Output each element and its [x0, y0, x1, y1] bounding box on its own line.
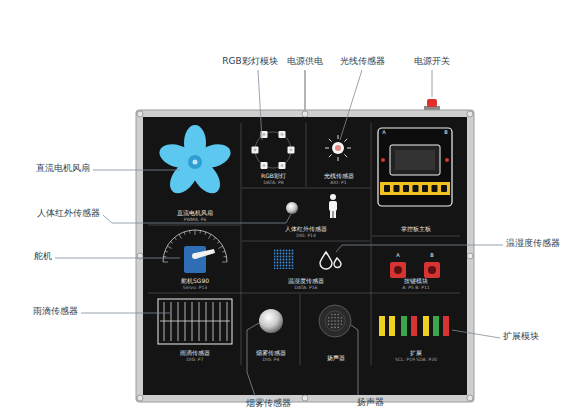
- key-letter: A: [382, 130, 385, 136]
- pin-label: DIG: P7: [187, 357, 204, 362]
- callout-label: 烟雾传感器: [246, 399, 291, 409]
- module-name: 直流电机风扇: [177, 210, 213, 217]
- module-box: 扩展SCL: P19 SDA: P20: [372, 294, 460, 364]
- pin-label: DATA: P8: [263, 180, 283, 185]
- module-box: 扬声器: [301, 294, 370, 364]
- pin-label: A: P5 B: P11: [402, 285, 429, 290]
- pin-label: DIG: P4: [263, 357, 280, 362]
- module-box: 烟雾传感器DIG: P4: [242, 294, 300, 364]
- module-box: 人体红外传感器DIG: P14: [242, 189, 370, 240]
- module-name: 光线传感器: [324, 173, 354, 180]
- callout-label: RGB彩灯模块: [222, 57, 277, 67]
- callout-label: 直流电机风扇: [36, 164, 90, 174]
- module-box: 直流电机风扇PWMA: P6: [150, 125, 240, 224]
- callout-label: 人体红外传感器: [37, 209, 100, 219]
- pin-label: Servo: P13: [183, 285, 207, 290]
- module-name: 舵机SG90: [181, 278, 209, 285]
- pin-label: AIO: P1: [330, 180, 346, 185]
- pin-label: PWMA: P6: [184, 217, 207, 222]
- module-name: 按键模块: [404, 278, 428, 285]
- callout-label: 电源开关: [414, 57, 450, 67]
- module-box: 雨滴传感器DIG: P7: [150, 294, 240, 364]
- module-box: 光线传感器AIO: P1: [307, 125, 370, 187]
- module-name: RGB彩灯: [261, 173, 286, 180]
- module-name: 温湿度传感器: [288, 278, 324, 285]
- callout-label: 温湿度传感器: [506, 239, 560, 249]
- module-box: 按键模块A: P5 B: P11: [372, 237, 460, 292]
- callout-label: 扬声器: [357, 398, 384, 408]
- key-letter: B: [444, 130, 447, 136]
- module-name: 人体红外传感器: [285, 226, 327, 233]
- pin-label: SCL: P19 SDA: P20: [395, 357, 437, 362]
- callout-label: 电源供电: [287, 57, 323, 67]
- key-letter: A: [396, 253, 399, 259]
- module-box: RGB彩灯DATA: P8: [242, 125, 305, 187]
- pin-label: DATA: P16: [295, 285, 318, 290]
- module-name: 雨滴传感器: [180, 350, 210, 357]
- callout-label: 扩展模块: [503, 332, 539, 342]
- callout-label: 雨滴传感器: [33, 307, 78, 317]
- module-name: 扩展: [410, 350, 422, 357]
- callout-label: 舵机: [34, 252, 52, 262]
- key-letter: B: [430, 253, 433, 259]
- module-box: 掌控板主板: [372, 125, 460, 235]
- pin-label: DIG: P14: [296, 233, 316, 238]
- module-name: 掌控板主板: [401, 226, 431, 233]
- module-name: 烟雾传感器: [256, 350, 286, 357]
- module-box: 舵机SG90Servo: P13: [150, 226, 240, 292]
- module-name: 扬声器: [327, 355, 345, 362]
- module-box: 温湿度传感器DATA: P16: [242, 242, 370, 292]
- callout-label: 光线传感器: [340, 57, 385, 67]
